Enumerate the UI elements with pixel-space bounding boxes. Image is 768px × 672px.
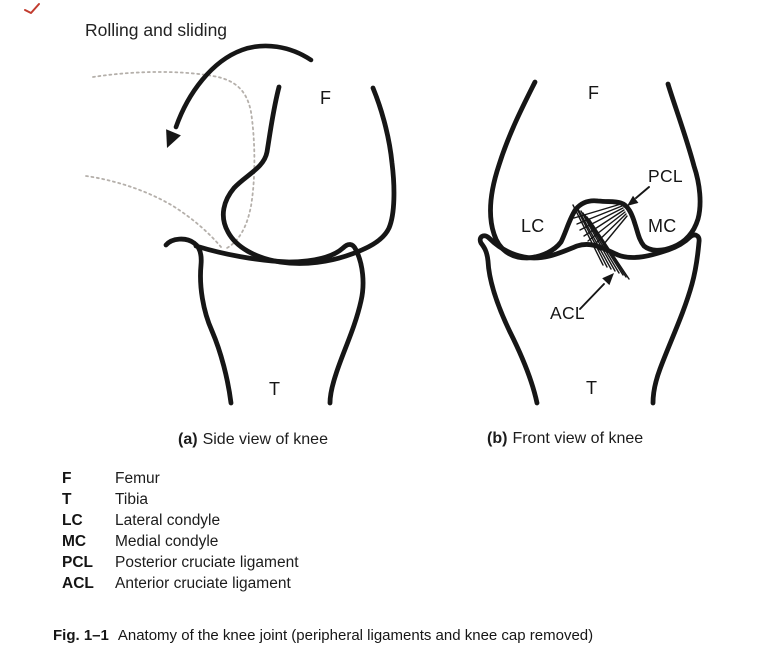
front-femur-label: F [588, 83, 600, 103]
legend-row: MC Medial condyle [62, 533, 299, 554]
legend-abbr: PCL [62, 554, 93, 571]
figure-caption: Fig. 1–1 Anatomy of the knee joint (perip… [53, 627, 593, 644]
pcl-label: PCL [648, 166, 683, 186]
legend-term: Tibia [115, 491, 149, 508]
legend-abbr: MC [62, 533, 87, 550]
legend-term: Medial condyle [115, 533, 219, 550]
legend-term: Lateral condyle [115, 512, 221, 529]
pcl-pointer-arrow [627, 186, 650, 206]
front-femur-outline [488, 79, 703, 261]
front-view-caption: (b)Front view of knee [487, 430, 643, 448]
legend-row: PCL Posterior cruciate ligament [62, 554, 299, 575]
front-view-caption-text: Front view of knee [512, 430, 644, 447]
acl-label: ACL [550, 303, 585, 323]
legend-abbr: ACL [62, 575, 94, 592]
figure-caption-text: Anatomy of the knee joint (peripheral li… [117, 627, 594, 644]
rolling-arrowhead [166, 129, 181, 148]
ghost-femur-outline [85, 71, 256, 249]
abbreviation-legend: F Femur T Tibia LC Lateral condyle MC Me… [62, 470, 299, 596]
side-tibia-outline [163, 236, 366, 406]
rolling-and-sliding-label: Rolling and sliding [85, 20, 228, 40]
medial-condyle-label: MC [648, 216, 677, 236]
legend-term: Anterior cruciate ligament [115, 575, 291, 592]
legend-term: Posterior cruciate ligament [115, 554, 299, 571]
side-femur-label: F [320, 88, 332, 108]
legend-row: F Femur [62, 470, 299, 491]
legend-abbr: T [62, 491, 72, 508]
legend-row: T Tibia [62, 491, 299, 512]
acl-pointer-arrow [579, 273, 614, 310]
red-tick-mark [24, 3, 40, 14]
legend-abbr: LC [62, 512, 83, 529]
legend-abbr: F [62, 470, 72, 487]
side-view-caption-text: Side view of knee [202, 431, 328, 448]
side-view-caption-prefix: (a) [178, 431, 198, 448]
front-tibia-label: T [586, 378, 598, 398]
side-femur-outline [220, 84, 397, 266]
side-view-caption: (a)Side view of knee [178, 431, 328, 449]
front-view-caption-prefix: (b) [487, 430, 508, 447]
pcl-fibers [573, 203, 628, 251]
legend-term: Femur [115, 470, 160, 487]
legend-row: ACL Anterior cruciate ligament [62, 575, 299, 596]
figure-caption-number: Fig. 1–1 [53, 627, 109, 644]
rolling-arrow [166, 43, 314, 148]
legend-row: LC Lateral condyle [62, 512, 299, 533]
lateral-condyle-label: LC [521, 216, 545, 236]
side-tibia-label: T [269, 379, 281, 399]
